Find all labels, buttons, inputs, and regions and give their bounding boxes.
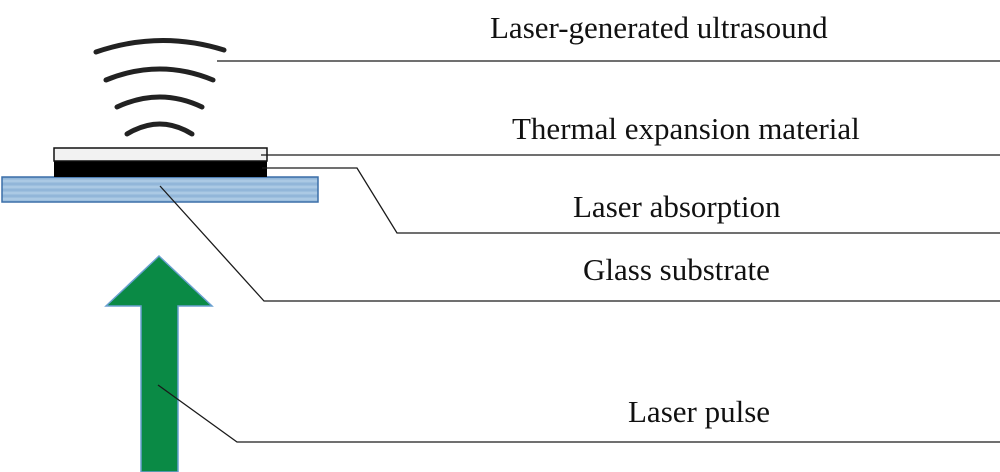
laser-pulse-arrow [104, 254, 214, 472]
label-laser-generated-ultrasound: Laser-generated ultrasound [490, 10, 828, 45]
ultrasound-waves [93, 38, 227, 137]
wave-arc [114, 94, 205, 110]
leader-line-pulse [157, 384, 1000, 443]
thermal-expansion-layer [53, 147, 268, 162]
wave-arc [124, 121, 195, 137]
wave-arc [103, 66, 216, 83]
wave-arc [93, 38, 227, 55]
absorption-layer [54, 161, 267, 177]
label-thermal-expansion-material: Thermal expansion material [512, 111, 860, 146]
label-laser-pulse: Laser pulse [628, 394, 771, 429]
leader-line-absorption [262, 167, 1000, 234]
leader-line-glass [159, 185, 1000, 302]
leader-lines [157, 60, 1000, 443]
label-laser-absorption: Laser absorption [573, 189, 781, 224]
label-glass-substrate: Glass substrate [583, 252, 770, 287]
glass-substrate [1, 176, 319, 203]
